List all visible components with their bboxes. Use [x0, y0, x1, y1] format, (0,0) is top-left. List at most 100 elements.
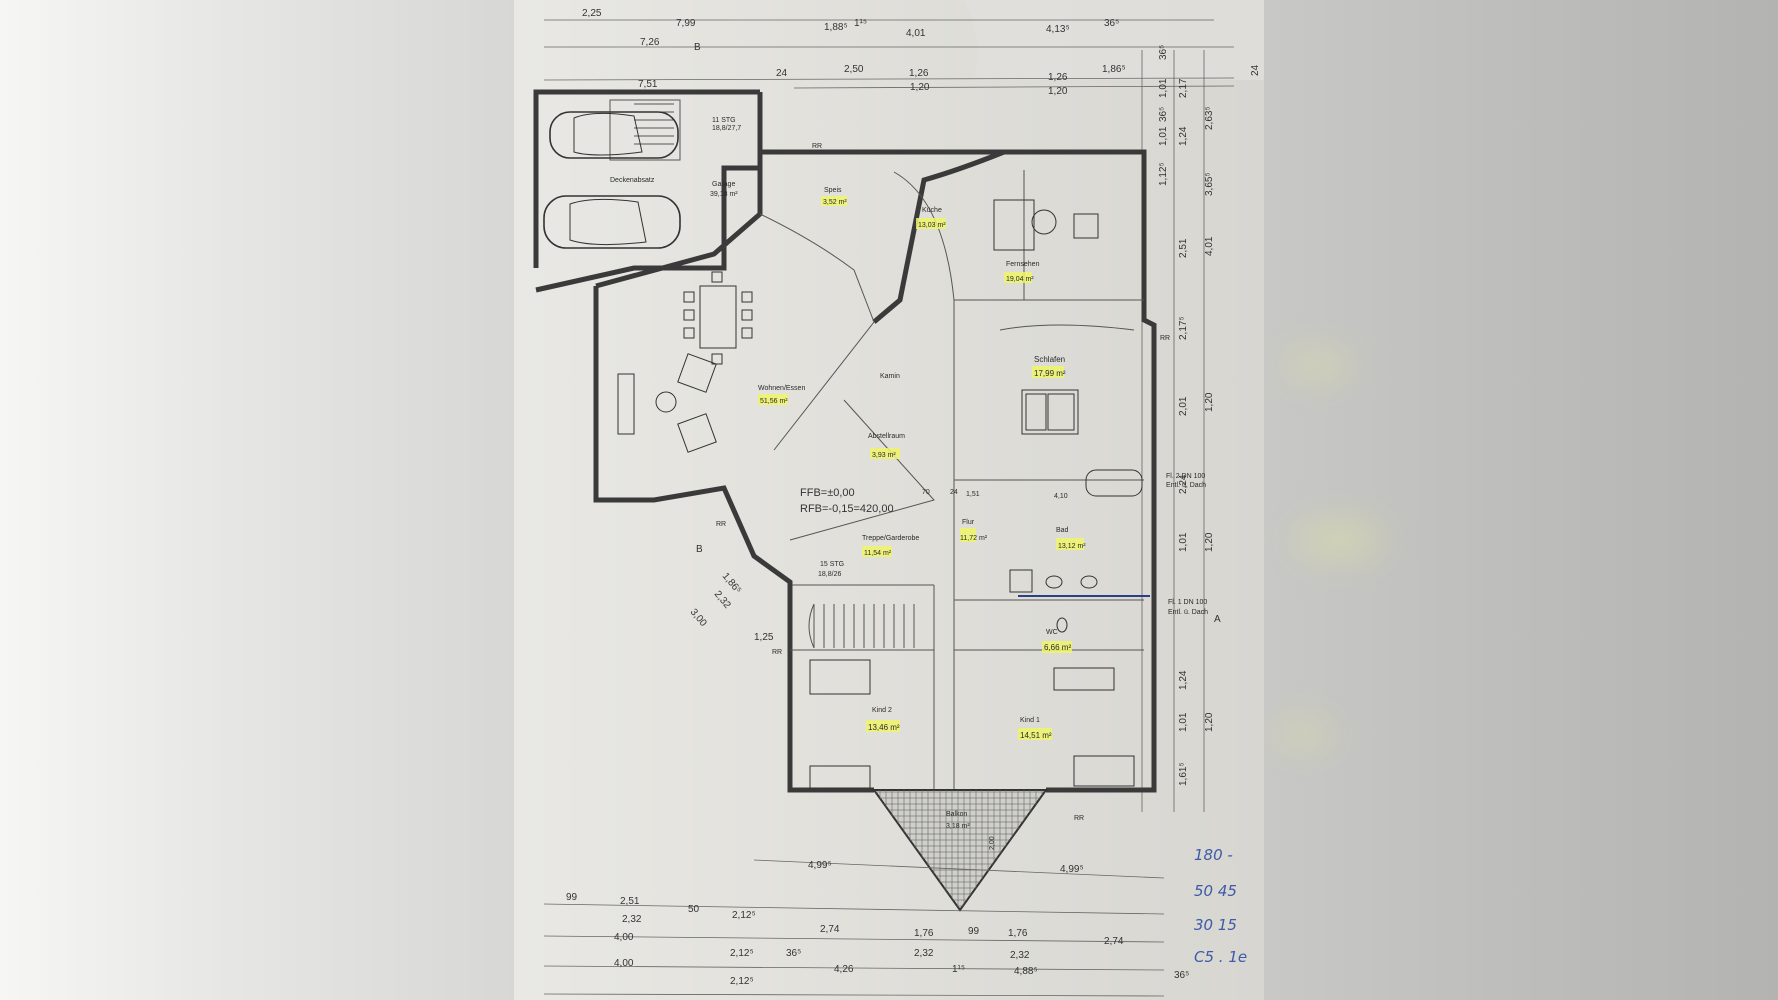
- top-dimension-lines: 2,25 7,99 1,88⁵ 1¹⁵ 4,01 4,13⁵ 36⁵ 7,26 …: [543, 8, 1235, 97]
- dim-bottom: 4,99⁵: [808, 860, 832, 871]
- dim-right: 1,01: [1158, 126, 1169, 146]
- floor-plan-sheet: 2,25 7,99 1,88⁵ 1¹⁵ 4,01 4,13⁵ 36⁵ 7,26 …: [514, 0, 1264, 1000]
- room-area: 3,18 m²: [946, 823, 970, 830]
- dim-right: 1,12⁵: [1158, 162, 1169, 186]
- blurred-margin-left: [0, 0, 514, 1000]
- dim-right: 1,01: [1158, 78, 1169, 98]
- dim-bottom: 2,12⁵: [732, 910, 756, 921]
- dim-top: 1¹⁵: [854, 18, 867, 29]
- room-area: 51,56 m²: [760, 398, 788, 405]
- dim-bottom: 2,12⁵: [730, 948, 754, 959]
- room-area: 11,72 m²: [960, 535, 988, 542]
- sofa-icon: [617, 353, 717, 453]
- dim-misc: 1,51: [966, 491, 980, 498]
- fl1-label: Fl. 1 DN 100: [1168, 599, 1207, 606]
- dim-bottom: 2,12⁵: [730, 976, 754, 987]
- dim-right: 1,01: [1178, 712, 1189, 732]
- dim-misc: 4,10: [1054, 493, 1068, 500]
- car-icon: [549, 111, 679, 159]
- room-area: 39,18 m²: [710, 191, 738, 198]
- rr-label: RR: [1160, 335, 1170, 342]
- room-area: 11,54 m²: [864, 550, 892, 557]
- room-name: Bad: [1056, 527, 1069, 534]
- dim-top: 1,26: [909, 68, 929, 79]
- dim-right: 1,20: [1204, 712, 1215, 732]
- dim-top: 4,01: [906, 28, 926, 39]
- room-name: Balkon: [946, 811, 968, 818]
- stairs-main-label: 15 STG: [820, 561, 844, 568]
- handwritten-notes: 180 - 50 45 30 15 C5 . 1e: [1194, 846, 1247, 966]
- room-name: Garage: [712, 181, 735, 188]
- dim-right: 2,24: [1178, 474, 1189, 494]
- dim-right: 1,20: [1204, 532, 1215, 552]
- dim-bottom: 2,74: [820, 924, 840, 935]
- dim-misc: 24: [950, 489, 958, 496]
- staircase-icon: [808, 603, 915, 649]
- room-name: Kind 2: [872, 707, 892, 714]
- dim-right: 4,01: [1204, 236, 1215, 256]
- stairs-top-label: 11 STG: [712, 117, 736, 124]
- dim-top: 1,86⁵: [1102, 64, 1126, 75]
- bed-icon: [809, 659, 1135, 789]
- balcony: [872, 789, 1048, 912]
- tv-room-furniture-icon: [993, 199, 1099, 251]
- bathroom-fixtures-icon: [1009, 469, 1150, 633]
- stairs-top-ratio: 18,8/27,7: [712, 125, 741, 132]
- dim-top: 7,51: [638, 79, 658, 90]
- room-name: WC: [1046, 629, 1058, 636]
- section-marker-a: A: [1214, 614, 1221, 625]
- ffb-label: FFB=±0,00: [800, 487, 855, 499]
- dim-right: 3,65⁵: [1204, 172, 1215, 196]
- stairs-main-ratio: 18,8/26: [818, 571, 841, 578]
- dim-top: 2,25: [582, 8, 602, 19]
- dim-bottom: 2,51: [620, 896, 640, 907]
- kamin-label: Kamin: [880, 373, 900, 380]
- room-name: Speis: [824, 187, 842, 194]
- dim-right: 2,63⁵: [1204, 106, 1215, 130]
- room-area: 3,52 m²: [823, 199, 847, 206]
- dim-top: 1,26: [1048, 72, 1068, 83]
- section-marker-b: B: [696, 544, 703, 555]
- dim-bottom: 4,00: [614, 932, 634, 943]
- dim-top: 24: [776, 68, 788, 79]
- dim-misc: 2,32: [712, 589, 733, 611]
- room-area: 13,03 m²: [918, 222, 946, 229]
- dim-right: 2,17⁵: [1178, 316, 1189, 340]
- room-area: 14,51 m²: [1020, 731, 1052, 740]
- dim-bottom: 99: [968, 926, 980, 937]
- dim-bottom: 50: [688, 904, 700, 915]
- dim-bottom: 2,32: [622, 914, 642, 925]
- room-name: Flur: [962, 519, 975, 526]
- room-area: 13,46 m²: [868, 723, 900, 732]
- dim-top: 36⁵: [1104, 18, 1119, 29]
- bottom-dimension-lines: 4,99⁵ 4,99⁵ 99 2,51 2,32 50 2,12⁵ 2,74 1…: [543, 859, 1189, 997]
- room-name: Schlafen: [1034, 355, 1065, 364]
- dim-top: 1,20: [910, 82, 930, 93]
- dim-right: 2,17: [1178, 78, 1189, 98]
- garage: Deckenabsatz Garage 39,18 m² 11 STG 18,8…: [533, 42, 763, 293]
- floor-plan-drawing: 2,25 7,99 1,88⁵ 1¹⁵ 4,01 4,13⁵ 36⁵ 7,26 …: [533, 0, 1264, 997]
- dim-bottom: 1,76: [1008, 928, 1028, 939]
- section-marker-b: B: [694, 42, 701, 53]
- dim-right: 36⁵: [1158, 45, 1169, 60]
- room-name: Küche: [922, 207, 942, 214]
- dim-top: 7,26: [640, 37, 660, 48]
- bed-icon: [1021, 389, 1079, 435]
- dim-right: 1,61⁵: [1178, 762, 1189, 786]
- dim-right: 1,20: [1204, 392, 1215, 412]
- rr-label: RR: [1074, 815, 1084, 822]
- dim-top: 1,20: [1048, 86, 1068, 97]
- room-area: 3,93 m²: [872, 452, 896, 459]
- rr-label: RR: [772, 649, 782, 656]
- dim-bottom: 4,26: [834, 964, 854, 975]
- dim-bottom: 4,88⁵: [1014, 966, 1038, 977]
- dim-top: 7,99: [676, 18, 696, 29]
- rr-label: RR: [812, 143, 822, 150]
- rr-label: RR: [716, 521, 726, 528]
- dim-bottom: 36⁵: [1174, 970, 1189, 981]
- dim-top: 2,50: [844, 64, 864, 75]
- dim-right: 1,24: [1178, 126, 1189, 146]
- dim-right: 36⁵: [1158, 107, 1169, 122]
- dim-bottom: 1,76: [914, 928, 934, 939]
- dim-misc: 2,00: [989, 836, 996, 850]
